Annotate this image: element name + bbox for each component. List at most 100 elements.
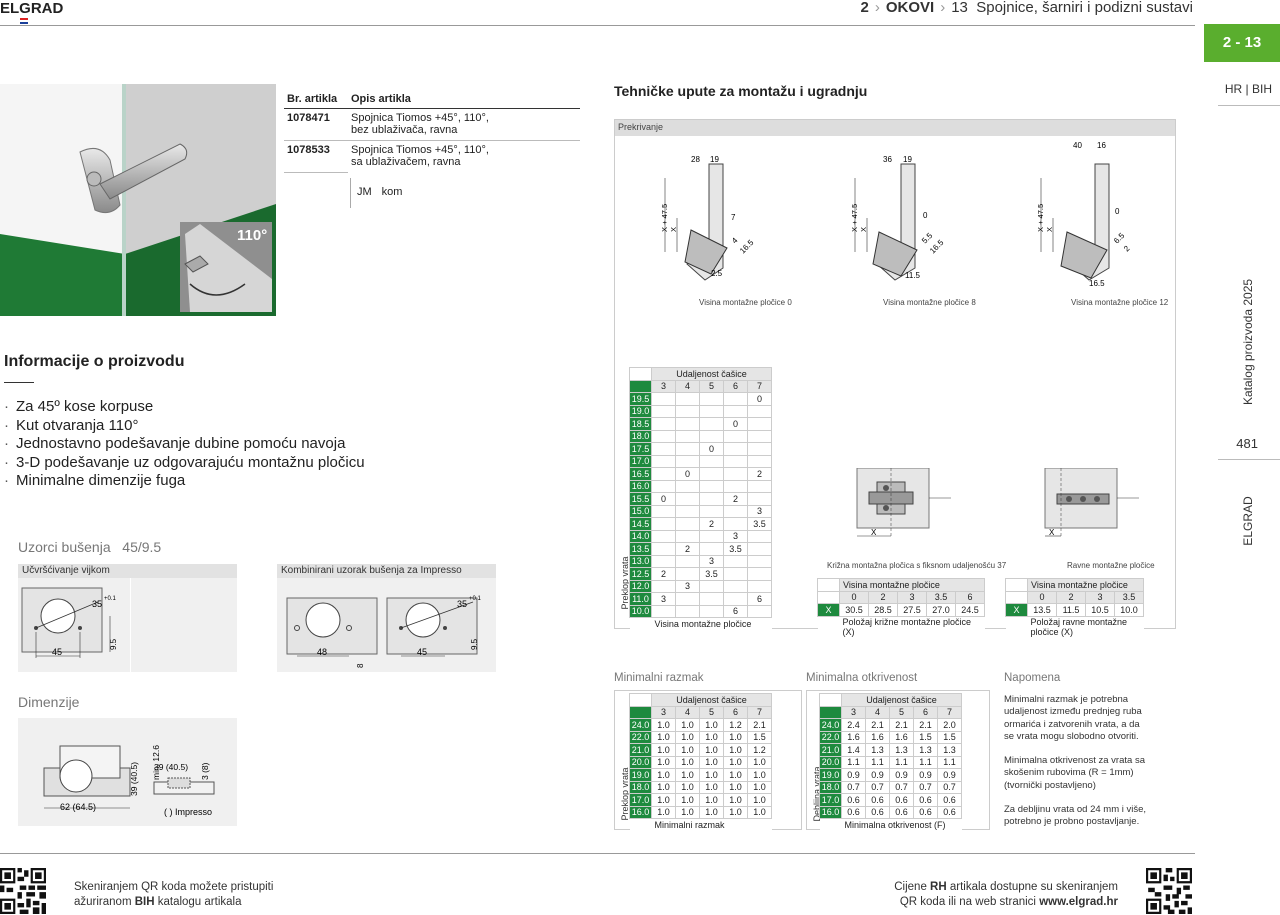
table-cell: 2	[675, 542, 700, 556]
breadcrumb-number: 2	[860, 0, 869, 16]
table-cell	[675, 492, 700, 506]
column-header: 5	[889, 705, 914, 719]
table-cell: 2	[747, 467, 772, 481]
dim-48: 48	[317, 647, 327, 657]
qr-code-icon[interactable]	[1146, 868, 1192, 914]
corner-cell	[1005, 578, 1028, 592]
table-footer: Položaj križne montažne pločice (X)	[839, 616, 985, 637]
table-cell: 0.6	[913, 793, 938, 807]
row-label: 12.5	[629, 567, 652, 581]
dim-d: 16.5	[1089, 279, 1105, 288]
table-cell	[723, 404, 748, 418]
mount-drawing: 40 16 0 16.5 6.5 2 X + 47.5 X	[1036, 141, 1132, 288]
dim-tolerance: +0.1	[104, 596, 117, 602]
dim-x: X	[871, 528, 877, 537]
table-cell	[699, 504, 724, 518]
table-cell: 2.1	[865, 718, 890, 732]
dim-e: 6.5	[1112, 231, 1127, 246]
row-label: 17.0	[629, 793, 652, 807]
column-header: 4	[865, 705, 890, 719]
table-cell	[747, 429, 772, 443]
table-header-row: Visina montažne pločice	[1005, 578, 1144, 592]
brand-logo: ELGRAD	[0, 0, 64, 17]
table-cell: 1.1	[865, 755, 890, 769]
table-cell: 1.0	[699, 730, 724, 744]
table-cell: 0.7	[865, 780, 890, 794]
table-header-row: Udaljenost čašice	[819, 693, 962, 707]
row-label: 22.0	[819, 730, 842, 744]
flat-plate-drawing: X	[1044, 468, 1139, 538]
note-line: Za debljinu vrata od 24 mm i više,	[1004, 804, 1147, 816]
column-header: 6	[955, 590, 985, 604]
panel-divider	[130, 578, 131, 672]
corner-cell	[629, 705, 652, 719]
table-cell: 2.1	[889, 718, 914, 732]
footer-text: artikala dostupne su skeniranjem	[946, 881, 1118, 893]
row-label: 17.5	[629, 442, 652, 456]
table-cell: 1.1	[841, 755, 866, 769]
table-cell	[651, 429, 676, 443]
table-cell: 1.6	[841, 730, 866, 744]
table-cell	[723, 479, 748, 493]
row-label: 17.0	[629, 454, 652, 468]
table-cell	[747, 554, 772, 568]
table-cell: 1.0	[675, 755, 700, 769]
article-code: 1078533	[284, 140, 348, 173]
table-cell	[699, 604, 724, 618]
breadcrumb-subcategory[interactable]: Spojnice, šarniri i podizni sustavi	[976, 0, 1193, 16]
table-cell: 1.5	[937, 730, 962, 744]
table-cell	[723, 579, 748, 593]
table-cell: 2	[723, 492, 748, 506]
table-cell	[675, 442, 700, 456]
row-label: 15.0	[629, 504, 652, 518]
row-label: 20.0	[629, 755, 652, 769]
table-cell: 1.6	[889, 730, 914, 744]
cross-plate-drawing: X	[856, 468, 951, 538]
table-cell: 0.9	[889, 768, 914, 782]
row-label: 21.0	[629, 743, 652, 757]
table-footer-row: Visina montažne pločice	[629, 617, 772, 630]
table-cell	[747, 567, 772, 581]
header-divider	[0, 25, 1195, 26]
table-cell: 0.7	[937, 780, 962, 794]
table-cell: 0	[675, 467, 700, 481]
group-header: Udaljenost čašice	[841, 693, 962, 707]
row-label: 16.0	[629, 479, 652, 493]
table-footer-row: Položaj ravne montažne pločice (X)	[1005, 616, 1144, 637]
group-header: Udaljenost čašice	[651, 693, 772, 707]
table-cell	[699, 417, 724, 431]
footer-text: ažuriranom	[74, 896, 135, 908]
dim-x47: X + 47.5	[850, 204, 859, 232]
unit-label: JM	[357, 186, 372, 198]
table-cell	[651, 604, 676, 618]
footer-left: Skeniranjem QR koda možete pristupiti až…	[74, 880, 273, 910]
section-tab[interactable]: 2 - 13	[1204, 24, 1280, 62]
column-header: 3	[1085, 590, 1115, 604]
table-cell: 0.7	[841, 780, 866, 794]
dim-a: 36	[883, 155, 892, 164]
breadcrumb-sub-number: 13	[951, 0, 968, 16]
website-link[interactable]: www.elgrad.hr	[1039, 896, 1118, 908]
product-photo: 110°	[0, 84, 276, 316]
table-cell: 1.1	[913, 755, 938, 769]
panel-header: Kombinirani uzorak bušenja za Impresso	[277, 564, 496, 578]
table-cell	[747, 542, 772, 556]
footer-text: Cijene	[894, 881, 931, 893]
breadcrumb-category[interactable]: OKOVI	[885, 0, 935, 16]
qr-code-icon[interactable]	[0, 868, 46, 914]
dim-62: 62 (64.5)	[60, 802, 96, 812]
table-cell: 0.6	[865, 805, 890, 819]
